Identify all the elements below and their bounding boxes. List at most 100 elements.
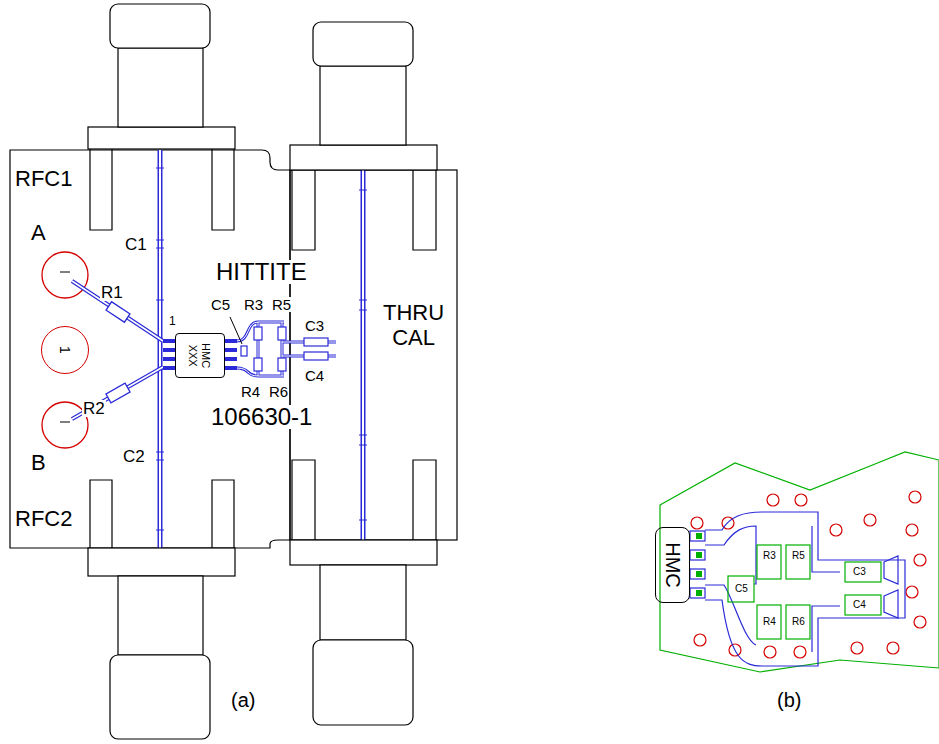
test-pad-circle: 1: [41, 326, 89, 374]
connector-body: [118, 576, 203, 655]
via: [851, 642, 863, 654]
port-label: RFC1: [14, 168, 73, 190]
pad-label: B: [30, 452, 47, 474]
part-label: R6: [268, 384, 289, 399]
part-label: C2: [122, 448, 146, 465]
bias-trace: [72, 281, 163, 341]
connector-tab: [292, 460, 436, 540]
resistor-pad: [757, 545, 781, 579]
resistor-symbol: [106, 302, 130, 322]
resistor-symbol: [254, 327, 262, 340]
ground-outline: [660, 452, 939, 672]
chip-marking: HMC: [663, 542, 683, 588]
sma-connector: [88, 480, 235, 739]
capacitor-symbol: [241, 346, 247, 356]
pin-pad: [696, 571, 702, 577]
via: [864, 514, 876, 526]
part-label: R4: [240, 384, 261, 399]
connector-nut: [110, 655, 210, 739]
bias-trace: [72, 367, 163, 419]
connector-flange: [88, 548, 235, 576]
capacitor-pad: [845, 562, 881, 582]
part-label: C3: [304, 318, 325, 333]
connector-tab: [90, 148, 234, 230]
via: [694, 634, 706, 646]
chip-pin: [690, 588, 705, 598]
panel-label: (b): [776, 690, 802, 710]
capacitor-symbol: [304, 338, 328, 346]
via: [906, 524, 918, 536]
board-outline: [290, 170, 457, 540]
capacitor-pad: [845, 595, 881, 615]
connector-tab: [292, 170, 436, 250]
via: [909, 491, 921, 503]
trace-outline: [705, 512, 905, 666]
via: [914, 554, 926, 566]
chip-marking: HMC: [200, 343, 213, 368]
rf-trace: [361, 170, 366, 540]
part-label: C1: [124, 236, 148, 253]
chip-pin: [163, 348, 175, 352]
sma-connector: [290, 460, 437, 725]
trace-tick: [359, 190, 367, 520]
board-marking: THRU CAL: [382, 300, 445, 351]
via: [887, 642, 899, 654]
part-label: R6: [791, 617, 806, 627]
part-label: R3: [243, 297, 264, 312]
part-label: R2: [82, 400, 106, 417]
capacitor-pad: [728, 576, 754, 602]
pin-pads: [696, 533, 702, 596]
resistor-pad: [786, 545, 810, 579]
board-marking: 106630-1: [210, 405, 313, 429]
chip-pin: [163, 339, 175, 343]
via: [691, 517, 703, 529]
trace-tick: [156, 168, 164, 530]
chip-pin: [690, 550, 705, 560]
connector-flange: [88, 127, 235, 149]
pin-pad: [696, 590, 702, 596]
chip-pin: [163, 366, 175, 370]
resistor-symbol: [278, 358, 286, 371]
node-text-group: HMC: [663, 542, 683, 588]
rf-trace: [159, 150, 161, 548]
resistor-pad: [786, 605, 810, 639]
pads: [728, 545, 881, 639]
connector-nut: [313, 22, 413, 66]
chip-pin: [225, 348, 237, 352]
resistor-pad: [757, 605, 781, 639]
rf-trace: [362, 170, 364, 540]
connector-tab: [90, 480, 234, 548]
part-label: C4: [304, 368, 325, 383]
chip-pin: [225, 366, 237, 370]
mmic-chip: HMC: [655, 527, 690, 603]
board-outline: [10, 150, 290, 548]
connector-body: [320, 66, 406, 145]
node-text-group: 1: [58, 346, 72, 354]
part-label: R1: [100, 284, 124, 301]
chip-marking: 1: [58, 346, 72, 354]
board-marking: HITTITE: [215, 260, 308, 284]
pad-taper: [884, 556, 898, 618]
chip-marking: XXX: [187, 343, 200, 368]
part-label: R4: [762, 617, 777, 627]
bias-trace: [72, 367, 163, 419]
trace-outline: [705, 526, 840, 652]
via: [795, 494, 807, 506]
via: [914, 616, 926, 628]
part-label: R5: [271, 297, 292, 312]
via: [767, 494, 779, 506]
pin-number: 1: [168, 315, 177, 327]
via: [794, 646, 806, 658]
capacitor-symbol: [304, 352, 328, 360]
connector-nut: [110, 4, 210, 48]
resistor-symbol: [106, 383, 130, 403]
resistor-symbol: [278, 327, 286, 340]
bias-trace: [72, 281, 163, 341]
chip-pin: [225, 339, 237, 343]
port-label: RFC2: [14, 508, 73, 530]
chip-pin: [690, 569, 705, 579]
connector-nut: [313, 640, 413, 725]
via: [906, 586, 918, 598]
pad-label: A: [30, 222, 47, 244]
